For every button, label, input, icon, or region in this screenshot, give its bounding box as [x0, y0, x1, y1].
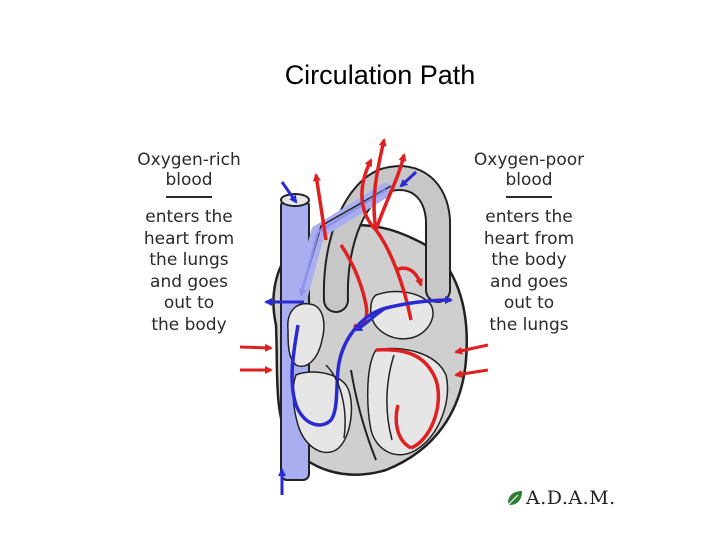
oxygen-rich-label: Oxygen-rich blood enters the heart from … — [120, 150, 258, 336]
oxygen-rich-heading: Oxygen-rich blood — [120, 150, 258, 190]
heart-diagram — [239, 138, 489, 495]
description-line: the body — [491, 250, 567, 270]
description-line: out to — [163, 293, 215, 313]
description-line: enters the — [485, 207, 573, 227]
description-line: enters the — [145, 207, 233, 227]
oxygen-rich-heading-line: blood — [165, 170, 213, 190]
description-line: heart from — [143, 228, 235, 249]
description-line: the lungs — [489, 314, 569, 335]
oxygen-poor-heading-line: Oxygen-poor — [473, 150, 585, 170]
description-line: the body — [151, 314, 227, 335]
adam-logo: A.D.A.M. — [506, 485, 616, 511]
right-atrium — [287, 303, 325, 367]
description-line: and goes — [490, 271, 568, 292]
leaf-icon — [508, 491, 522, 505]
description-line: out to — [503, 293, 555, 313]
left-ventricle — [366, 347, 449, 456]
oxygen-poor-heading: Oxygen-poor blood — [460, 150, 598, 190]
logo-text: A.D.A.M. — [526, 487, 616, 509]
page-title: Circulation Path — [284, 60, 476, 90]
oxygen-rich-description: enters the heart from the lungs and goes… — [120, 207, 258, 336]
description-line: the lungs — [149, 250, 229, 270]
oxygen-rich-flow — [360, 158, 413, 321]
oxygen-poor-description: enters the heart from the body and goes … — [460, 207, 598, 336]
description-line: and goes — [150, 271, 228, 292]
oxygen-rich-heading-line: Oxygen-rich — [137, 150, 241, 170]
divider — [506, 196, 552, 198]
oxygen-poor-heading-line: blood — [505, 170, 553, 190]
divider — [166, 196, 212, 198]
description-line: heart from — [483, 228, 575, 249]
oxygen-poor-flow — [290, 296, 453, 427]
oxygen-poor-label: Oxygen-poor blood enters the heart from … — [460, 150, 598, 336]
pulmonary-inflow-arrow — [454, 343, 489, 355]
